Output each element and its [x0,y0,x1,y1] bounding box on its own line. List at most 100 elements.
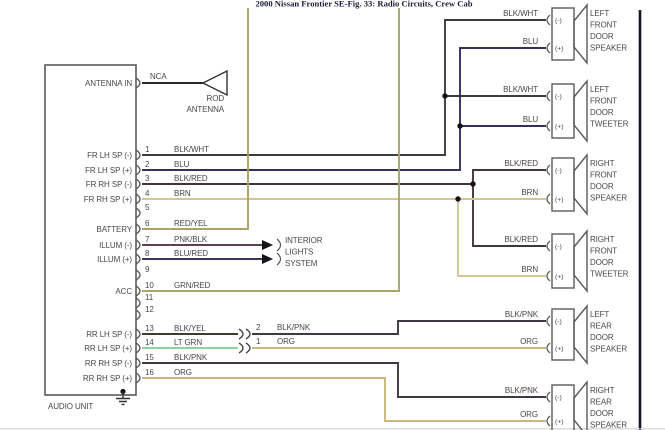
pin-number: 6 [145,219,150,228]
pin-bump-icon [135,328,141,340]
diagram-graphics: ANTENNA IN 1 BLK/WHT FR LH SP (-) 2 BLU FR LH … [44,3,629,430]
speaker-name: DOOR [590,258,614,267]
speaker-cone-icon [573,304,588,365]
pin-name: RR LH SP (-) [86,330,132,339]
speaker-name: TWEETER [590,270,629,279]
pin-bump-icon [135,207,141,219]
speaker-cone-icon [573,229,588,293]
connector-pin-number: 2 [256,323,261,332]
terminal-bracket-icon [546,120,551,132]
pin-wire-label: GRN/RED [174,281,211,290]
speaker-name: LEFT [590,310,609,319]
interior-lights-label: SYSTEM [285,259,318,268]
speaker-name: FRONT [590,247,617,256]
speaker-name: SPEAKER [590,44,627,53]
speaker-name: DOOR [590,32,614,41]
terminal-bracket-icon [546,42,551,54]
speaker-wire-label: ORG [520,337,538,346]
speaker-wire-label: BLK/WHT [503,9,538,18]
pin-bump-icon [135,253,141,265]
wire-blk-red [472,169,546,247]
terminal-bracket-icon [546,164,551,176]
junction-dot [457,123,463,129]
speaker-name: LEFT [590,9,609,18]
speaker-wire-label: BLK/PNK [505,310,539,319]
terminal-bracket-icon [546,391,551,403]
interior-lights-label: INTERIOR [285,236,323,245]
pin-number: 10 [145,281,154,290]
speaker-name: TWEETER [590,120,629,129]
interior-lights-arrow-icon [262,254,273,264]
pin-bump-icon [135,178,141,190]
junction-dot [455,196,461,202]
pin-name: ILLUM (-) [99,241,132,250]
terminal-pos-label: (+) [555,46,564,53]
connector-pin-number: 1 [256,337,261,346]
pin-name: BATTERY [97,225,133,234]
speaker-cone-icon [573,153,588,216]
pin-bump-icon [135,239,141,251]
speaker-name: DOOR [590,409,614,418]
wire-blu [142,47,546,171]
wire-grn-red [142,8,400,292]
speaker-name: FRONT [590,171,617,180]
pin-bump-icon [135,193,141,205]
pin-bump-icon [135,342,141,354]
pin-number: 13 [145,324,154,333]
pin-number: 1 [145,145,150,154]
connector-wire-label: ORG [277,337,295,346]
pin-bump-icon [135,223,141,235]
speaker-wire-label: BLK/WHT [503,85,538,94]
pin-wire-label: RED/YEL [174,219,208,228]
speaker-name: RIGHT [590,386,615,395]
speaker-wire-label: BRN [521,265,538,274]
brace-icon [276,252,282,266]
speaker-name: RIGHT [590,159,615,168]
speaker-wire-label: ORG [520,410,538,419]
pin-number: 16 [145,368,154,377]
speaker-name: SPEAKER [590,421,627,430]
terminal-pos-label: (+) [555,124,564,131]
terminal-bracket-icon [546,342,551,354]
pin-name: RR RH SP (-) [85,359,133,368]
pin-wire-label: ORG [174,368,192,377]
speaker-name: REAR [590,322,612,331]
pin-bump-icon [135,357,141,369]
pin-wire-label: BLU/RED [174,249,208,258]
wire-blk-wht [142,19,546,156]
pin-name: FR LH SP (+) [85,166,132,175]
pin-bump-icon [135,164,141,176]
inline-connector-icon [238,328,244,340]
wire-blk-pnk [252,320,546,335]
speaker-cone-icon [573,79,588,143]
pin-name: ANTENNA IN [85,79,132,88]
pin-name: FR LH SP (-) [87,151,132,160]
terminal-bracket-icon [546,415,551,427]
speaker-name: FRONT [590,97,617,106]
rod-antenna-label: ROD [207,94,225,103]
pin-number: 8 [145,249,150,258]
inline-connector-icon [238,342,244,354]
wire-org [142,377,546,422]
terminal-neg-label: (-) [555,319,562,326]
terminal-bracket-icon [546,240,551,252]
pin-name: FR RH SP (-) [86,180,133,189]
inline-connector-icon [245,342,251,354]
speaker-name: DOOR [590,182,614,191]
antenna-wire-label: NCA [150,72,167,81]
junction-dot [442,93,448,99]
rod-antenna-icon [201,69,228,97]
terminal-neg-label: (-) [555,395,562,402]
terminal-bracket-icon [546,193,551,205]
pin-wire-label: BLU [174,160,190,169]
connector-wire-label: BLK/PNK [277,323,311,332]
junction-dot [470,181,476,187]
speaker-wire-label: BLK/PNK [505,386,539,395]
terminal-pos-label: (+) [555,346,564,353]
pin-number: 3 [145,174,150,183]
wire-brn [457,199,546,277]
pin-wire-label: BRN [174,189,191,198]
speaker-name: SPEAKER [590,345,627,354]
